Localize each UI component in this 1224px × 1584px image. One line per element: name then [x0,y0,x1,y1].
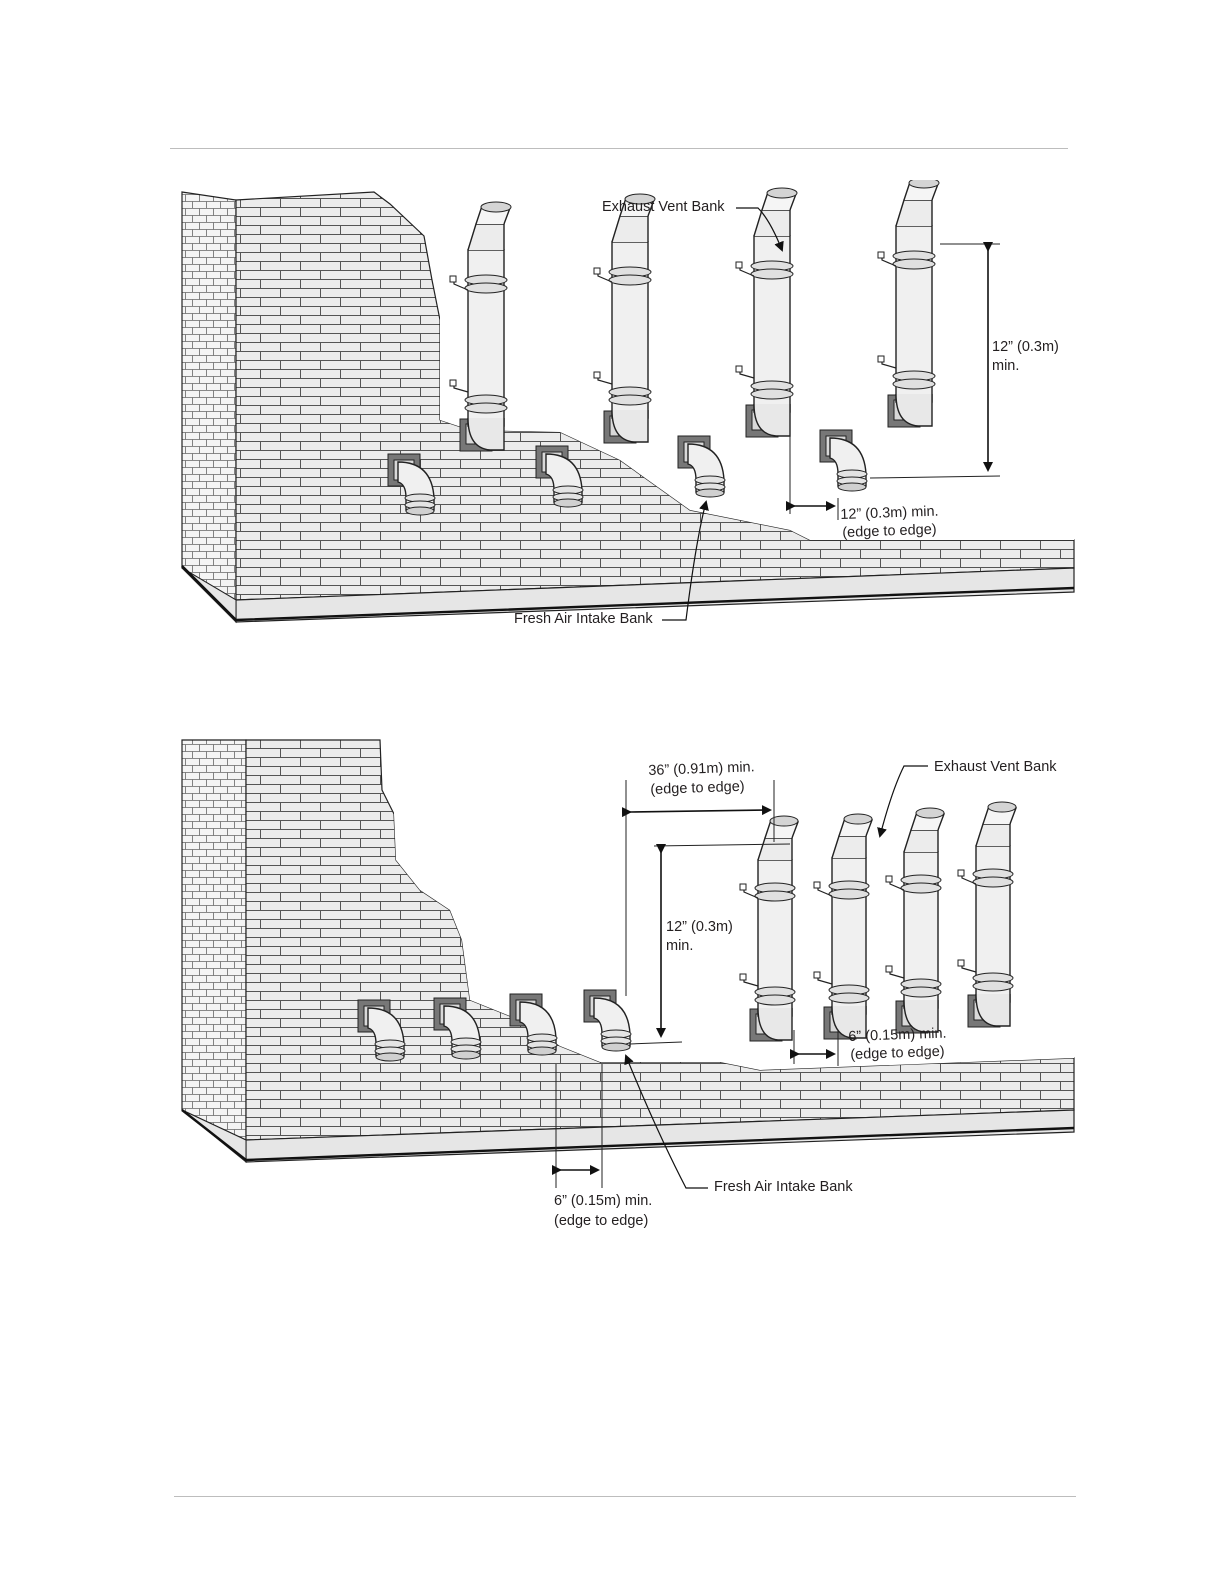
intake-spacing-label-line1: 6” (0.15m) min. [554,1192,652,1211]
vertical-dim-label-line1: 12” (0.3m) [992,338,1059,357]
exhaust-vent-bank-label: Exhaust Vent Bank [934,758,1057,777]
figure-2-drawing [0,730,1224,1260]
wall-corner-side [182,740,246,1140]
vertical-dim-label-line2: min. [992,357,1019,376]
intake-spacing-label-line2: (edge to edge) [554,1212,648,1231]
fresh-air-intake-bank-label: Fresh Air Intake Bank [714,1178,853,1197]
wall-corner-side [182,192,236,600]
figure-2-vent-layout: Exhaust Vent Bank Fresh Air Intake Bank … [0,730,1224,1260]
vertical-dim-label-line1: 12” (0.3m) [666,918,733,937]
fresh-air-intake-bank-label: Fresh Air Intake Bank [514,610,653,629]
header-rule [170,148,1068,149]
vertical-dim-label-line2: min. [666,937,693,956]
horizontal-dim-label-line2: (edge to edge) [842,521,937,543]
figure-1-vent-layout: Exhaust Vent Bank Fresh Air Intake Bank … [0,180,1224,650]
footer-rule [174,1496,1076,1497]
figure-1-drawing [0,180,1224,650]
exhaust-vent-bank-label: Exhaust Vent Bank [602,198,725,217]
top-dim-label-line2: (edge to edge) [650,778,745,800]
exhaust-spacing-label-line2: (edge to edge) [850,1043,945,1065]
